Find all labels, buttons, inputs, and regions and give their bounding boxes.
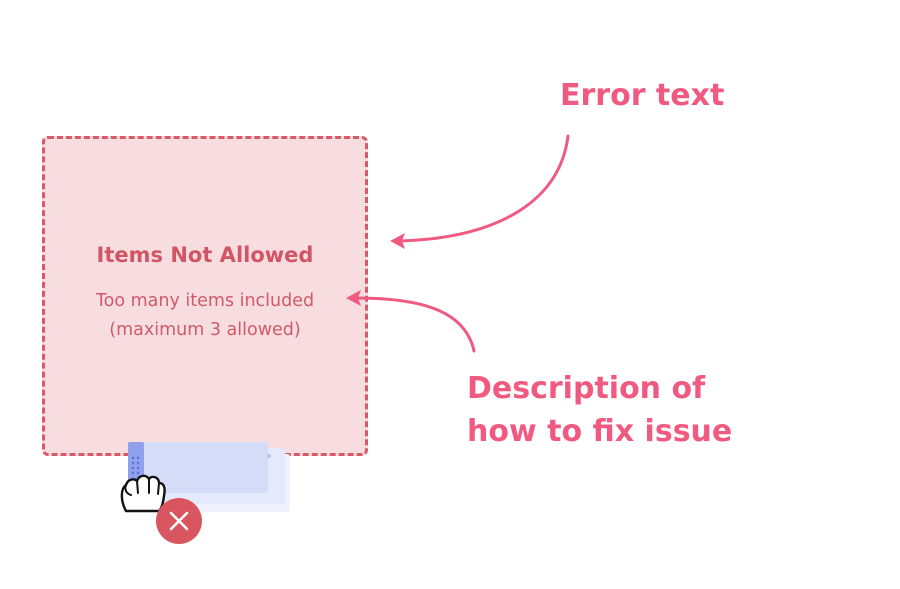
arrow-fix-description [354, 296, 476, 353]
error-description-line-2: (maximum 3 allowed) [109, 320, 301, 340]
drag-handle-dots [131, 456, 140, 475]
callout-fix-line-1: Description of [467, 371, 706, 406]
callout-error-text: Error text [560, 78, 725, 113]
close-icon [156, 498, 202, 544]
drop-zone[interactable]: Items Not Allowed Too many items include… [42, 136, 368, 456]
grab-hand-icon [120, 474, 166, 513]
error-description-line-1: Too many items included [95, 291, 315, 311]
error-title: Items Not Allowed [96, 243, 314, 267]
callout-fix-line-2: how to fix issue [467, 414, 733, 449]
error-description: Too many items included (maximum 3 allow… [45, 287, 365, 345]
arrow-fix-description-head [346, 290, 361, 306]
arrow-error-text-head [390, 233, 405, 249]
callout-fix-description: Description of how to fix issue [467, 367, 732, 453]
dragged-card-stack[interactable] [128, 442, 290, 512]
arrow-error-text [398, 134, 570, 243]
